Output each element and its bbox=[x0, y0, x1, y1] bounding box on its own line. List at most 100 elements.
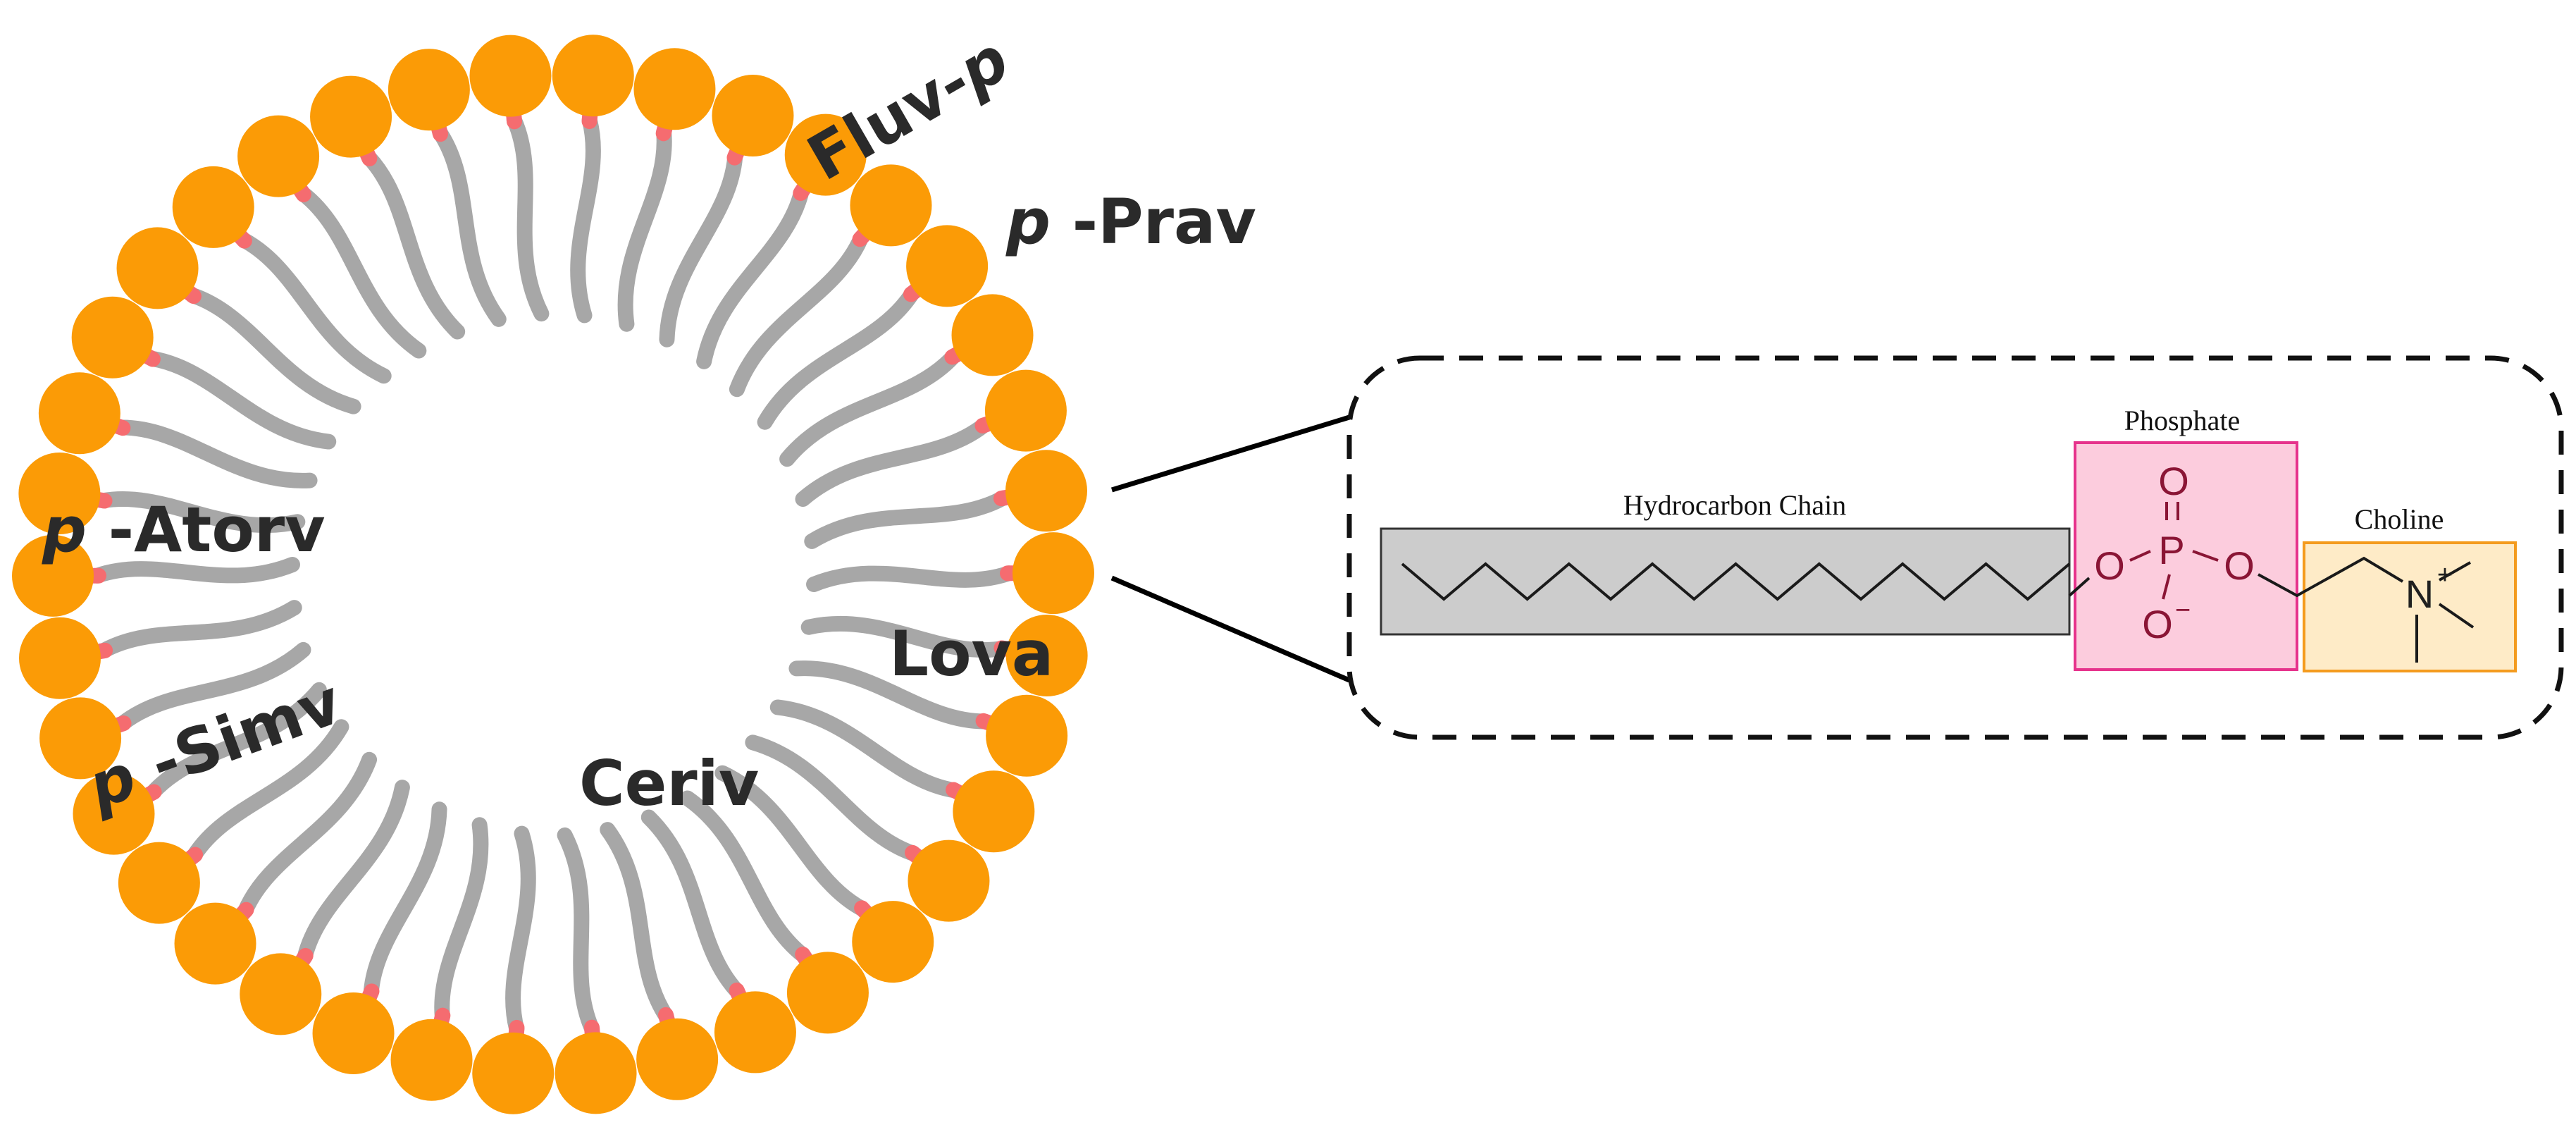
lipid-tail bbox=[640, 809, 745, 1000]
lipid-molecule bbox=[312, 801, 447, 1074]
lipid-tail bbox=[806, 565, 1017, 593]
hydrocarbon-chain-label: Hydrocarbon Chain bbox=[1623, 489, 1847, 521]
lipid-tail bbox=[696, 184, 810, 369]
lipid-tail bbox=[505, 825, 536, 1037]
zoom-line-top bbox=[1110, 414, 1351, 493]
lipid-tail bbox=[729, 230, 869, 398]
lipid-head bbox=[240, 953, 322, 1035]
lipid-tail bbox=[745, 734, 922, 862]
lipid-molecule bbox=[696, 113, 867, 369]
bond-chain-o bbox=[2068, 577, 2091, 597]
lipid-molecule bbox=[795, 369, 1067, 508]
lipid-molecule bbox=[800, 614, 1088, 696]
lipid-head bbox=[986, 694, 1068, 777]
lipid-head bbox=[472, 1032, 555, 1114]
lipid-molecule bbox=[310, 75, 466, 340]
lipid-molecule bbox=[73, 682, 327, 855]
lipid-tail bbox=[144, 682, 327, 801]
lipid-head bbox=[850, 164, 932, 247]
lipid-head bbox=[633, 48, 716, 130]
lipid-tail bbox=[432, 125, 507, 327]
lipid-head bbox=[237, 115, 320, 197]
lipid-head bbox=[312, 992, 395, 1074]
lipid-tail bbox=[186, 719, 349, 863]
lipid-tail bbox=[800, 615, 1011, 658]
lipid-tail bbox=[96, 600, 302, 659]
phosphate-group: Phosphate O P O O O − bbox=[2068, 405, 2298, 671]
lipid-molecule bbox=[39, 641, 311, 780]
plus-charge: + bbox=[2437, 560, 2453, 590]
lipid-tail bbox=[600, 822, 674, 1024]
lipid-tail bbox=[714, 765, 871, 917]
lipid-tail bbox=[557, 827, 600, 1037]
lipid-molecule bbox=[240, 780, 410, 1035]
lipid-head bbox=[12, 534, 94, 617]
bond-o-p-left bbox=[2129, 550, 2151, 562]
lipid-tail bbox=[185, 287, 361, 414]
choline-label: Choline bbox=[2355, 503, 2444, 535]
lipid-head bbox=[786, 952, 869, 1034]
lipid-tail bbox=[679, 790, 812, 964]
lipid-molecule bbox=[472, 825, 555, 1114]
lipid-molecule bbox=[600, 822, 719, 1100]
lipid-head bbox=[953, 770, 1035, 853]
lipid-molecule bbox=[116, 227, 361, 414]
lipid-head bbox=[18, 617, 101, 699]
lipid-head bbox=[1005, 450, 1088, 532]
bond-n-methyl-right bbox=[2438, 603, 2475, 629]
lipid-tail bbox=[795, 417, 992, 508]
lipid-molecule bbox=[640, 809, 796, 1074]
lipid-molecule bbox=[659, 75, 794, 347]
lipid-molecule bbox=[174, 751, 378, 985]
lipid-head bbox=[784, 113, 867, 196]
lipid-molecule bbox=[237, 115, 427, 359]
lipid-tail bbox=[788, 660, 993, 730]
lipid-molecule bbox=[18, 453, 306, 535]
lipid-head bbox=[908, 839, 990, 922]
atom-p: P bbox=[2158, 528, 2184, 572]
lipid-tail bbox=[363, 801, 447, 1001]
bond-p-o-minus bbox=[2162, 574, 2171, 600]
bond-n-methyl-up bbox=[2439, 561, 2471, 582]
lipid-tail bbox=[769, 699, 962, 799]
lipid-head bbox=[38, 372, 120, 455]
lipid-head bbox=[390, 1019, 473, 1101]
lipid-molecule bbox=[18, 600, 302, 699]
lipid-tail bbox=[114, 641, 311, 732]
lipid-head bbox=[951, 294, 1034, 376]
lipid-molecule bbox=[757, 225, 989, 430]
lipid-head bbox=[39, 697, 122, 780]
lipid-molecule bbox=[806, 532, 1094, 615]
lipid-molecule bbox=[804, 450, 1088, 549]
drug-label-atorv: p -Atorv bbox=[42, 493, 326, 566]
lipid-head bbox=[388, 49, 470, 131]
lipid-head bbox=[555, 1032, 637, 1114]
lipid-tail bbox=[95, 491, 306, 534]
lipid-molecule bbox=[617, 48, 716, 332]
lipid-molecule bbox=[788, 660, 1068, 777]
phosphate-box bbox=[2074, 441, 2298, 671]
lipid-tail bbox=[144, 350, 337, 450]
lipid-molecule bbox=[552, 35, 634, 324]
lipid-molecule bbox=[714, 765, 934, 983]
lipid-molecule bbox=[779, 294, 1034, 467]
lipid-head bbox=[174, 902, 256, 985]
lipid-head bbox=[984, 369, 1067, 452]
lipid-tail bbox=[506, 112, 550, 322]
lipid-tail bbox=[434, 817, 489, 1025]
lipid-tail bbox=[113, 419, 318, 488]
drug-label-prav: p -Prav bbox=[1005, 185, 1256, 258]
lipid-tail bbox=[361, 149, 466, 340]
lipid-head bbox=[116, 227, 199, 309]
lipid-tail bbox=[570, 112, 601, 324]
lipid-head bbox=[71, 296, 154, 379]
micelle-drug-labels: Fluv-p p -Prav p -Atorv p -Simv Ceriv Lo… bbox=[42, 23, 1256, 823]
lipid-head bbox=[1005, 614, 1088, 696]
lipid-head bbox=[552, 35, 634, 117]
lipid-tail bbox=[757, 285, 920, 430]
hydrocarbon-chain-group: Hydrocarbon Chain bbox=[1380, 489, 2071, 636]
lipid-tail bbox=[297, 780, 410, 965]
lipid-molecule bbox=[469, 35, 552, 322]
atom-o-top: O bbox=[2158, 459, 2189, 503]
bond-o-ch2-ch2-n bbox=[2258, 556, 2404, 598]
